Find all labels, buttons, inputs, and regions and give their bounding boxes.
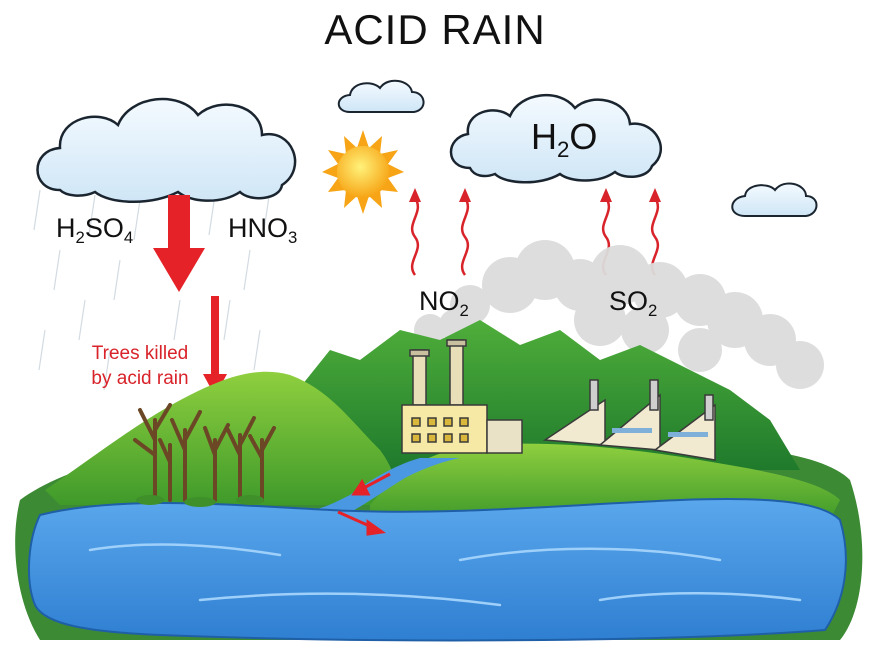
smoke-icon xyxy=(414,240,824,389)
grass-tufts xyxy=(136,495,264,507)
arrow-down-icon xyxy=(153,195,205,292)
no2-label: NO2 xyxy=(419,286,469,320)
trees-killed-annotation: Trees killed by acid rain xyxy=(70,341,210,391)
diagram-title: ACID RAIN xyxy=(324,6,546,53)
water-vapor-cloud-icon xyxy=(449,94,663,184)
flow-arrow-icon xyxy=(337,472,391,536)
lake xyxy=(27,498,847,642)
small-cloud-icon xyxy=(337,79,425,113)
h2o-label: H2O xyxy=(531,116,598,162)
so2-label: SO2 xyxy=(609,286,658,320)
hno3-label: HNO3 xyxy=(228,213,298,247)
acid-cloud-icon xyxy=(36,97,297,203)
annotation-line-1: Trees killed xyxy=(91,343,189,364)
rain-streaks xyxy=(33,189,271,391)
dead-tree-icon xyxy=(133,403,276,502)
annotation-line-2: by acid rain xyxy=(91,368,189,389)
h2so4-label: H2SO4 xyxy=(56,213,134,247)
sun-icon xyxy=(322,130,404,214)
factory-icon xyxy=(401,339,716,461)
right-cloud-icon xyxy=(731,182,818,217)
river xyxy=(300,458,460,515)
